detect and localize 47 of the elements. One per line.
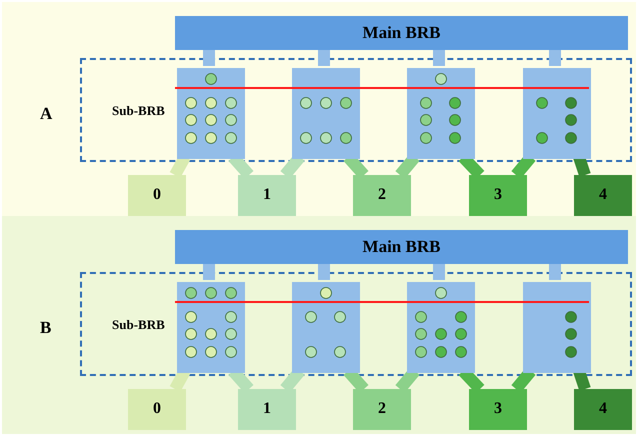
output-label: 4 [598,400,608,418]
output-box [469,389,527,430]
output-box [574,175,632,216]
output-box [353,389,411,430]
output-label: 3 [493,186,503,204]
connector [318,50,330,66]
connector [318,264,330,280]
sub-brb-box [292,68,360,159]
connector [549,50,561,66]
output-box [238,389,296,430]
sub-brb-box [292,282,360,373]
sub-brb-region [80,272,632,376]
sub-brb-box [177,282,245,373]
main-brb-box [175,230,628,264]
panel-background [2,216,636,434]
output-box [238,175,296,216]
panel-label: A [40,104,52,124]
output-box [574,389,632,430]
sub-brb-box [407,68,475,159]
region-label: Sub-BRB [112,317,165,333]
region-label: Sub-BRB [112,103,165,119]
main-brb-label: Main BRB [362,23,442,43]
sub-brb-box [407,282,475,373]
output-label: 1 [262,400,272,418]
output-label: 1 [262,186,272,204]
main-brb-label: Main BRB [362,237,442,257]
sub-brb-box [523,68,591,159]
output-box [469,175,527,216]
output-box [128,389,186,430]
output-label: 2 [377,186,387,204]
output-label: 4 [598,186,608,204]
connector [549,264,561,280]
output-label: 0 [152,400,162,418]
panel-label: B [40,318,52,338]
connector [203,264,215,280]
sub-brb-box [177,68,245,159]
output-label: 3 [493,400,503,418]
output-label: 2 [377,400,387,418]
main-brb-box [175,16,628,50]
output-box [128,175,186,216]
connector [433,50,445,66]
sub-brb-region [80,58,632,162]
connector [203,50,215,66]
output-box [353,175,411,216]
sub-brb-box [523,282,591,373]
output-label: 0 [152,186,162,204]
connector [433,264,445,280]
